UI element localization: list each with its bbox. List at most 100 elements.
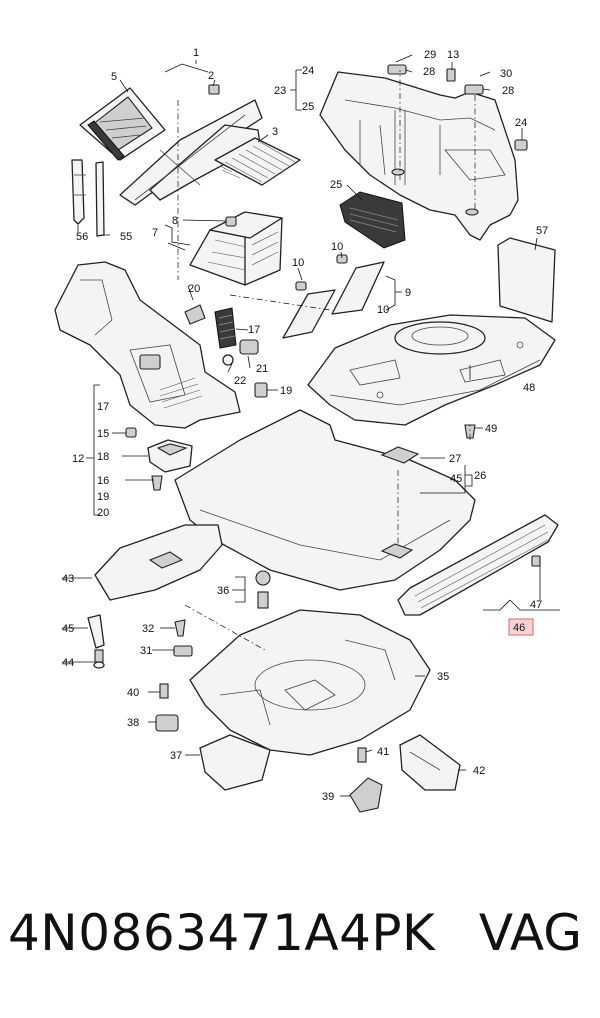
part-18-tray — [147, 439, 193, 473]
part-17-vent — [214, 307, 237, 349]
label-43: 43 — [62, 573, 74, 585]
part-46-sill-trim — [397, 514, 559, 616]
label-24b: 24 — [515, 117, 527, 129]
brand-text: VAG — [478, 904, 582, 962]
part-20-clip — [184, 304, 206, 325]
label-17a: 17 — [97, 401, 109, 413]
label-46: 46 — [513, 622, 525, 634]
part-3-grille — [214, 137, 301, 186]
label-32: 32 — [142, 623, 154, 635]
label-5: 5 — [111, 71, 117, 83]
part-1-shelf-panel — [119, 99, 263, 206]
part-7-storage-box — [189, 211, 283, 286]
part-27-handle — [380, 446, 420, 464]
label-31: 31 — [140, 645, 152, 657]
label-8: 8 — [172, 215, 178, 227]
callout-labels: 1 2 3 5 7 8 9 10 10 10 12 13 15 16 17 17… — [62, 47, 548, 803]
part-45-floor-mat — [174, 409, 476, 591]
highlight-box-46 — [508, 618, 534, 636]
label-21: 21 — [256, 363, 268, 375]
part-41-screw — [357, 747, 367, 763]
part-23-side-trim — [319, 64, 519, 241]
part-number-text: 4N0863471A4PK — [8, 904, 436, 962]
part-16-clip — [151, 475, 163, 491]
part-48-floor-panel — [307, 314, 556, 426]
part-17-left-side-trim — [54, 261, 241, 429]
part-21-22-socket — [222, 339, 259, 366]
label-26: 26 — [474, 470, 486, 482]
part-9-covers — [282, 254, 385, 339]
part-42-box — [399, 734, 461, 791]
label-35: 35 — [437, 671, 449, 683]
label-39: 39 — [322, 791, 334, 803]
label-17b: 17 — [248, 324, 260, 336]
part-57-panel — [497, 237, 556, 323]
label-28b: 28 — [502, 85, 514, 97]
label-28a: 28 — [423, 66, 435, 78]
label-36: 36 — [217, 585, 229, 597]
label-29: 29 — [424, 49, 436, 61]
part-49-pin — [464, 424, 476, 439]
label-19b: 19 — [280, 385, 292, 397]
label-44: 44 — [62, 657, 74, 669]
label-20b: 20 — [188, 283, 200, 295]
leader-lines — [62, 54, 560, 797]
label-22: 22 — [234, 375, 246, 387]
label-10a: 10 — [292, 257, 304, 269]
part-37-box — [199, 734, 271, 791]
label-10c: 10 — [377, 304, 389, 316]
part-24-clip — [514, 139, 528, 151]
part-56-bracket — [71, 159, 86, 225]
label-12: 12 — [72, 453, 84, 465]
part-32-clip — [174, 619, 186, 637]
label-48: 48 — [523, 382, 535, 394]
part-44-screw — [93, 649, 105, 669]
label-27: 27 — [449, 453, 461, 465]
label-3: 3 — [272, 126, 278, 138]
label-55: 55 — [120, 231, 132, 243]
label-47: 47 — [530, 599, 542, 611]
label-15: 15 — [97, 428, 109, 440]
label-45a: 45 — [450, 473, 462, 485]
alignment-lines — [177, 70, 476, 651]
label-41: 41 — [377, 746, 389, 758]
label-37: 37 — [170, 750, 182, 762]
part-40-screw — [159, 683, 169, 699]
part-55-strip — [95, 161, 105, 237]
label-57: 57 — [536, 225, 548, 237]
label-45b: 45 — [62, 623, 74, 635]
label-13: 13 — [447, 49, 459, 61]
part-36-screws — [255, 570, 271, 609]
label-25b: 25 — [330, 179, 342, 191]
label-23: 23 — [274, 85, 286, 97]
label-38: 38 — [127, 717, 139, 729]
label-18: 18 — [97, 451, 109, 463]
label-19a: 19 — [97, 491, 109, 503]
label-10b: 10 — [331, 241, 343, 253]
label-16: 16 — [97, 475, 109, 487]
part-39-bracket — [349, 777, 383, 813]
part-31-clip — [173, 645, 193, 657]
label-24a: 24 — [302, 65, 314, 77]
label-7: 7 — [152, 227, 158, 239]
label-49: 49 — [485, 423, 497, 435]
part-2-clip — [208, 84, 220, 95]
part-43-cover — [94, 524, 223, 601]
part-5-tray-frame — [79, 87, 166, 161]
part-38-holder — [155, 714, 179, 732]
part-19-clip — [254, 382, 268, 398]
exploded-parts-diagram: 1 2 3 5 7 8 9 10 10 10 12 13 15 16 17 17… — [54, 47, 560, 813]
label-9: 9 — [405, 287, 411, 299]
label-2: 2 — [208, 70, 214, 82]
label-42: 42 — [473, 765, 485, 777]
label-1: 1 — [193, 47, 199, 59]
part-45-bracket — [87, 614, 105, 649]
label-40: 40 — [127, 687, 139, 699]
part-25-grille — [339, 191, 406, 249]
label-30: 30 — [500, 68, 512, 80]
part-15-clip — [125, 427, 137, 438]
label-25a: 25 — [302, 101, 314, 113]
label-56: 56 — [76, 231, 88, 243]
part-35-spare-wheel-well — [189, 609, 431, 756]
label-20a: 20 — [97, 507, 109, 519]
